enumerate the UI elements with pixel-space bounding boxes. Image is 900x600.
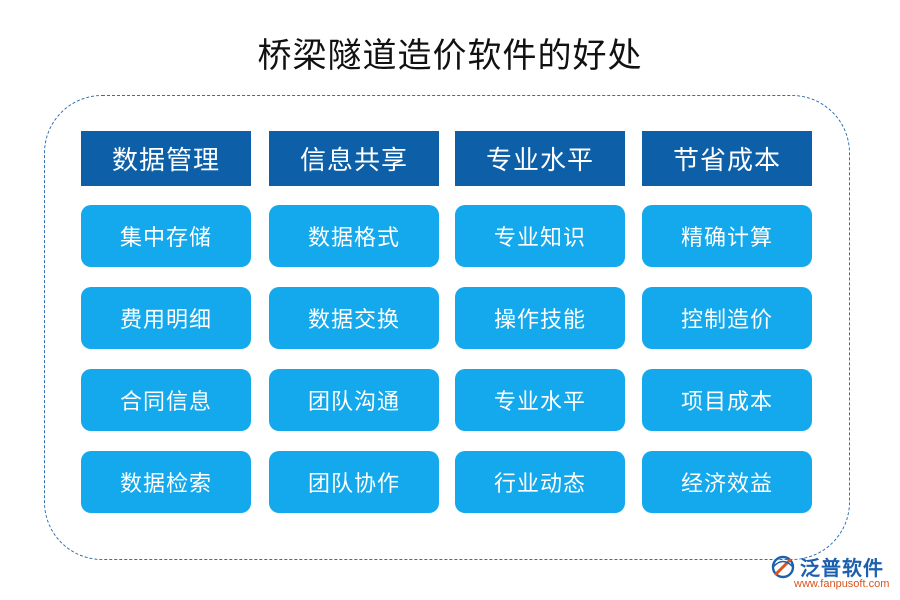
benefit-item: 数据交换 [269, 287, 439, 349]
brand-url: www.fanpusoft.com [794, 578, 890, 590]
benefit-item: 控制造价 [642, 287, 812, 349]
dashed-frame [44, 95, 850, 560]
column-header-data-management: 数据管理 [81, 131, 251, 186]
benefit-item: 费用明细 [81, 287, 251, 349]
benefit-item: 经济效益 [642, 451, 812, 513]
benefit-item: 专业知识 [455, 205, 625, 267]
column-header-info-sharing: 信息共享 [269, 131, 439, 186]
benefit-item: 操作技能 [455, 287, 625, 349]
benefit-item: 团队协作 [269, 451, 439, 513]
benefit-item: 项目成本 [642, 369, 812, 431]
brand-watermark: 泛普软件 www.fanpusoft.com [770, 552, 895, 598]
benefit-item: 合同信息 [81, 369, 251, 431]
page-title: 桥梁隧道造价软件的好处 [257, 36, 643, 76]
benefit-item: 团队沟通 [269, 369, 439, 431]
benefit-item: 数据检索 [81, 451, 251, 513]
benefit-item: 行业动态 [455, 451, 625, 513]
column-header-professional-level: 专业水平 [455, 131, 625, 186]
benefit-item: 专业水平 [455, 369, 625, 431]
benefit-item: 数据格式 [269, 205, 439, 267]
brand-logo-icon [771, 555, 795, 579]
benefit-item: 精确计算 [642, 205, 812, 267]
brand-name: 泛普软件 [800, 556, 884, 580]
benefit-item: 集中存储 [81, 205, 251, 267]
column-header-cost-saving: 节省成本 [642, 131, 812, 186]
